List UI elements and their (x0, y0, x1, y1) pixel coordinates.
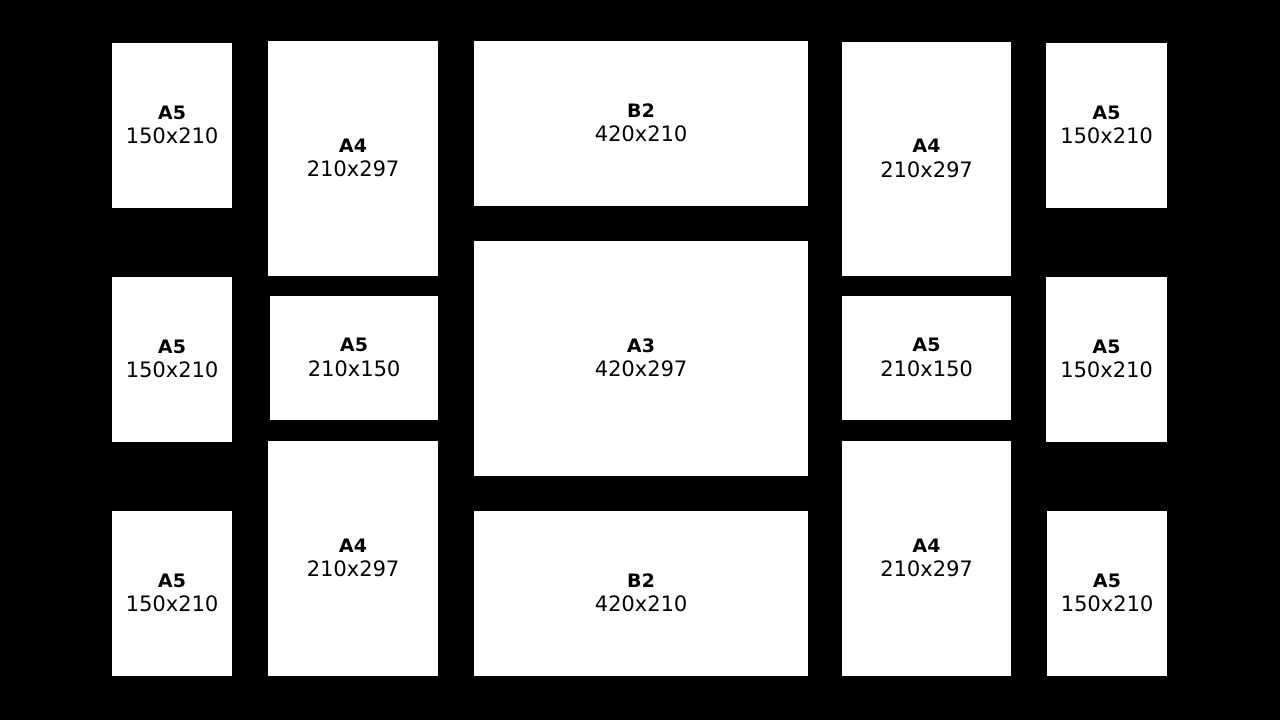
sheet-label-name: A5 (339, 334, 369, 357)
sheet-label-name: A5 (1092, 335, 1121, 358)
sheet-label-name: A4 (912, 534, 941, 557)
sheet-label-name: A4 (338, 534, 368, 557)
sheet-label-dimensions: 150x210 (125, 592, 219, 617)
sheet-label-name: A5 (912, 334, 941, 357)
sheet-label-dimensions: 420x210 (594, 122, 688, 147)
sheet-label-dimensions: 210x150 (880, 356, 973, 381)
sheet-label-name: A5 (1092, 101, 1121, 124)
sheet-label-dimensions: 210x297 (306, 557, 400, 582)
sheet-label-dimensions: 150x210 (1060, 358, 1153, 383)
sheet-label-dimensions: 150x210 (1060, 592, 1154, 617)
sheet-label-name: A4 (912, 135, 941, 158)
sheet-label-dimensions: 210x297 (880, 557, 973, 582)
sheet-label-name: A5 (157, 335, 187, 358)
sheet-label-dimensions: 420x297 (594, 357, 688, 382)
sheet-label-dimensions: 150x210 (125, 358, 219, 383)
sheet-label-dimensions: 210x150 (307, 356, 401, 381)
sheet-label-name: A5 (157, 101, 187, 124)
sheet-label-dimensions: 210x297 (306, 157, 400, 182)
sheet-label-name: A4 (338, 134, 368, 157)
sheet-label-dimensions: 150x210 (1060, 124, 1153, 149)
sheet-label-name: A5 (157, 569, 187, 592)
sheet-label-name: A3 (626, 334, 656, 357)
sheet-label-name: A5 (1092, 569, 1122, 592)
sheet-label-dimensions: 210x297 (880, 157, 973, 182)
sheet-label-dimensions: 150x210 (125, 124, 219, 149)
sheet-label-dimensions: 420x210 (594, 592, 688, 617)
sheet-label-name: B2 (626, 569, 656, 592)
sheet-label-name: B2 (626, 99, 656, 122)
